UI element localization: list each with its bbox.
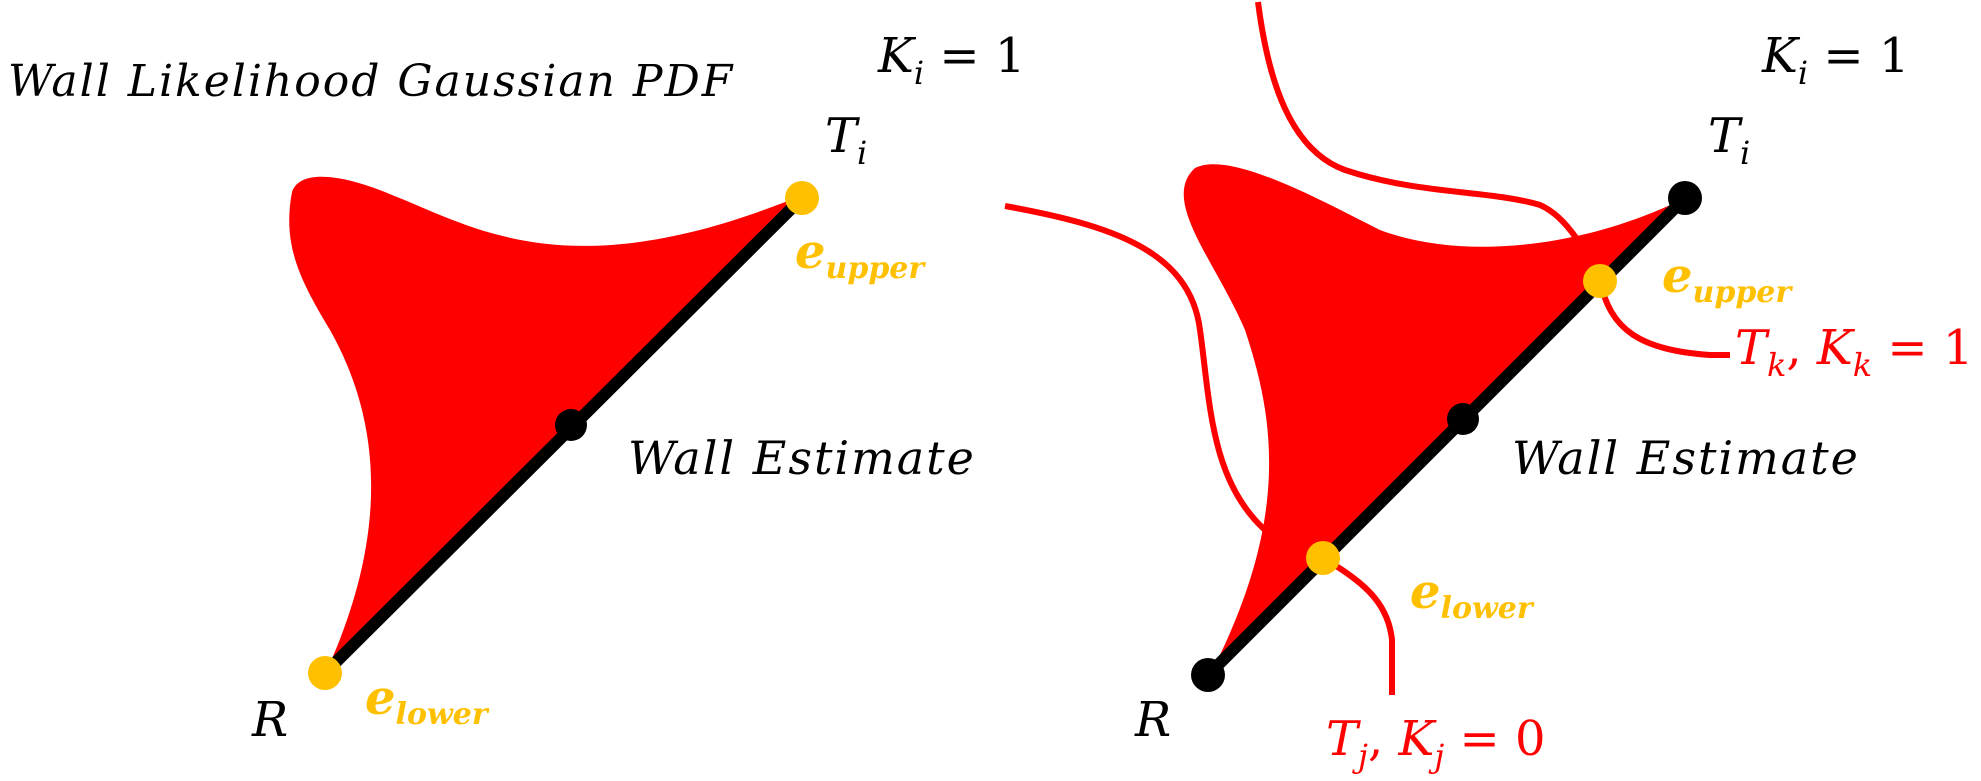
left-wall-estimate-label: Wall Estimate: [628, 431, 976, 485]
left-r-label: R: [251, 692, 288, 748]
right-tk-label: Tk, Kk = 1: [1735, 320, 1973, 384]
left-title: Wall Likelihood Gaussian PDF: [8, 56, 734, 107]
left-e-upper-marker: [785, 181, 819, 215]
right-wall-estimate-point: [1447, 403, 1479, 435]
right-k-label: Ki = 1: [1761, 28, 1909, 92]
right-e-lower-marker: [1306, 541, 1340, 575]
right-e-lower-label: elower: [1410, 564, 1535, 626]
tk-wall-curve: [1255, 1, 1730, 358]
right-r-point: [1191, 658, 1225, 692]
left-gaussian-pdf: [289, 176, 802, 670]
neighbor-wall-curve-left: [1004, 203, 1268, 533]
right-gaussian-pdf: [1183, 164, 1685, 675]
left-e-upper-label: eupper: [795, 224, 926, 286]
left-e-lower-marker: [308, 656, 342, 690]
right-wall-estimate-label: Wall Estimate: [1512, 431, 1860, 485]
right-tj-label: Tj, Kj = 0: [1326, 711, 1546, 775]
right-e-upper-marker: [1583, 264, 1617, 298]
right-e-upper-label: eupper: [1662, 248, 1793, 310]
left-e-lower-label: elower: [365, 670, 490, 732]
left-k-label: Ki = 1: [877, 28, 1025, 92]
left-wall-estimate-point: [555, 409, 587, 441]
right-t-point: [1668, 181, 1702, 215]
right-r-label: R: [1134, 692, 1171, 748]
left-panel: Wall Likelihood Gaussian PDF Ki = 1 Ti e…: [8, 28, 1025, 748]
left-t-label: Ti: [825, 108, 867, 172]
right-t-label: Ti: [1708, 108, 1750, 172]
tj-wall-curve: [1318, 553, 1395, 695]
right-panel: Ki = 1 Ti eupper Tk, Kk = 1 Wall Estimat…: [1004, 1, 1973, 775]
